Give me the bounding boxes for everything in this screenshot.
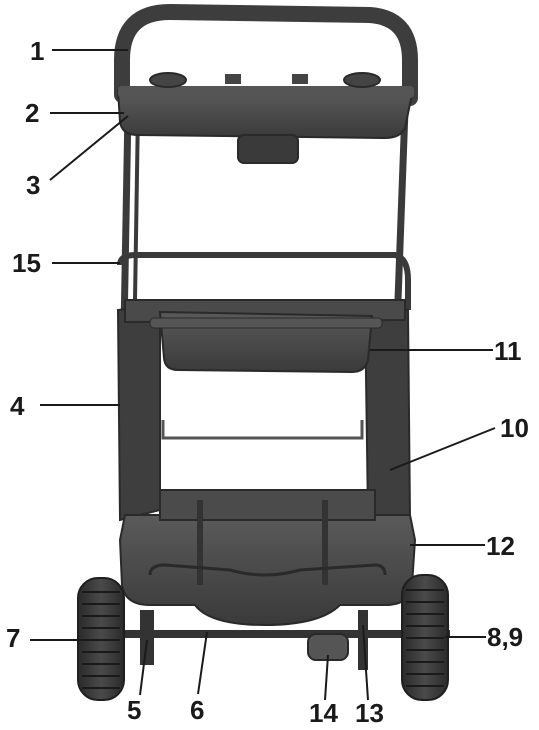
label-8-9: 8,9 [487,622,524,652]
axle [85,630,450,638]
handle [114,3,418,106]
top-tray [116,88,414,140]
label-12: 12 [486,531,515,561]
right-column [363,303,412,522]
frame-rod-right [394,109,409,301]
label-15: 15 [12,248,41,278]
bottom-tray-inner [159,489,376,521]
tray-wire [148,563,387,577]
label-5: 5 [127,695,142,725]
label-2: 2 [25,98,40,128]
frame-rod-left-inner [133,109,140,301]
mid-bar [117,252,411,310]
label-13: 13 [355,698,384,728]
wire-rack [161,420,364,440]
left-column [116,303,161,522]
label-10: 10 [500,413,529,443]
right-wheel-tread [406,589,444,687]
cup-holder-right [343,72,381,88]
top-tray-rim [118,86,414,98]
label-7: 7 [6,623,21,653]
label-6: 6 [190,695,205,725]
label-11: 11 [494,336,522,366]
top-clip-1 [225,74,241,84]
top-clip-2 [292,74,308,84]
leader-lines [30,49,496,701]
support-leg [140,610,154,665]
label-14: 14 [309,698,338,728]
cup-holder-left [149,72,187,88]
left-wheel-tread [82,591,120,689]
label-3: 3 [26,170,41,200]
label-4: 4 [10,391,25,421]
bottom-tray [118,514,417,627]
under-cup [237,134,299,164]
frame-rod-left [120,109,132,331]
mid-basket-rim [149,317,383,329]
label-1: 1 [30,36,45,66]
